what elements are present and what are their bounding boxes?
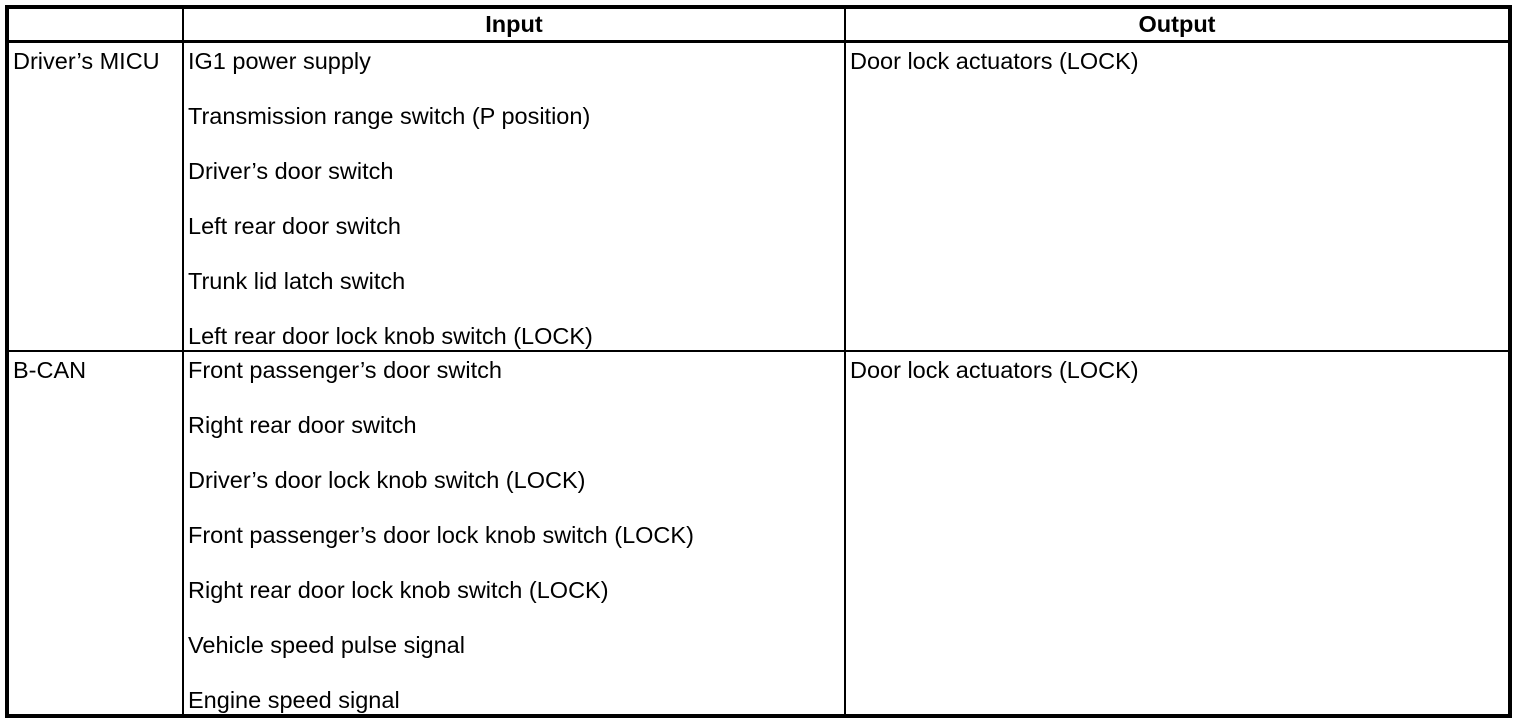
output-item: Door lock actuators (LOCK): [850, 48, 1139, 74]
output-cell: Door lock actuators (LOCK): [844, 40, 1511, 352]
output-column-header: Output: [844, 6, 1511, 43]
table-row-b-can: B-CAN Front passenger’s door switch Righ…: [6, 350, 1511, 717]
input-item: Transmission range switch (P position): [188, 103, 591, 129]
table-row-drivers-micu: Driver’s MICU IG1 power supply Transmiss…: [6, 40, 1511, 352]
output-item: Door lock actuators (LOCK): [850, 357, 1139, 383]
input-column-header: Input: [182, 6, 846, 43]
corner-header-cell: [6, 6, 184, 43]
source-cell: Driver’s MICU: [6, 40, 184, 352]
input-output-table: Input Output Driver’s MICU IG1 power sup…: [5, 5, 1512, 718]
table-header-row: Input Output: [6, 6, 1511, 43]
input-item: Engine speed signal: [188, 687, 400, 713]
input-item: Right rear door lock knob switch (LOCK): [188, 577, 609, 603]
input-item: Right rear door switch: [188, 412, 417, 438]
source-cell: B-CAN: [6, 350, 184, 717]
source-label: Driver’s MICU: [13, 48, 160, 74]
input-item: Driver’s door switch: [188, 158, 394, 184]
input-item: Front passenger’s door switch: [188, 357, 502, 383]
inputs-cell: Front passenger’s door switch Right rear…: [182, 350, 846, 717]
source-label: B-CAN: [13, 357, 87, 383]
input-item: Left rear door lock knob switch (LOCK): [188, 323, 593, 349]
input-item: IG1 power supply: [188, 48, 371, 74]
input-item: Driver’s door lock knob switch (LOCK): [188, 467, 586, 493]
inputs-cell: IG1 power supply Transmission range swit…: [182, 40, 846, 352]
input-item: Left rear door switch: [188, 213, 401, 239]
output-cell: Door lock actuators (LOCK): [844, 350, 1511, 717]
input-item: Trunk lid latch switch: [188, 268, 406, 294]
input-item: Front passenger’s door lock knob switch …: [188, 522, 694, 548]
input-item: Vehicle speed pulse signal: [188, 632, 465, 658]
